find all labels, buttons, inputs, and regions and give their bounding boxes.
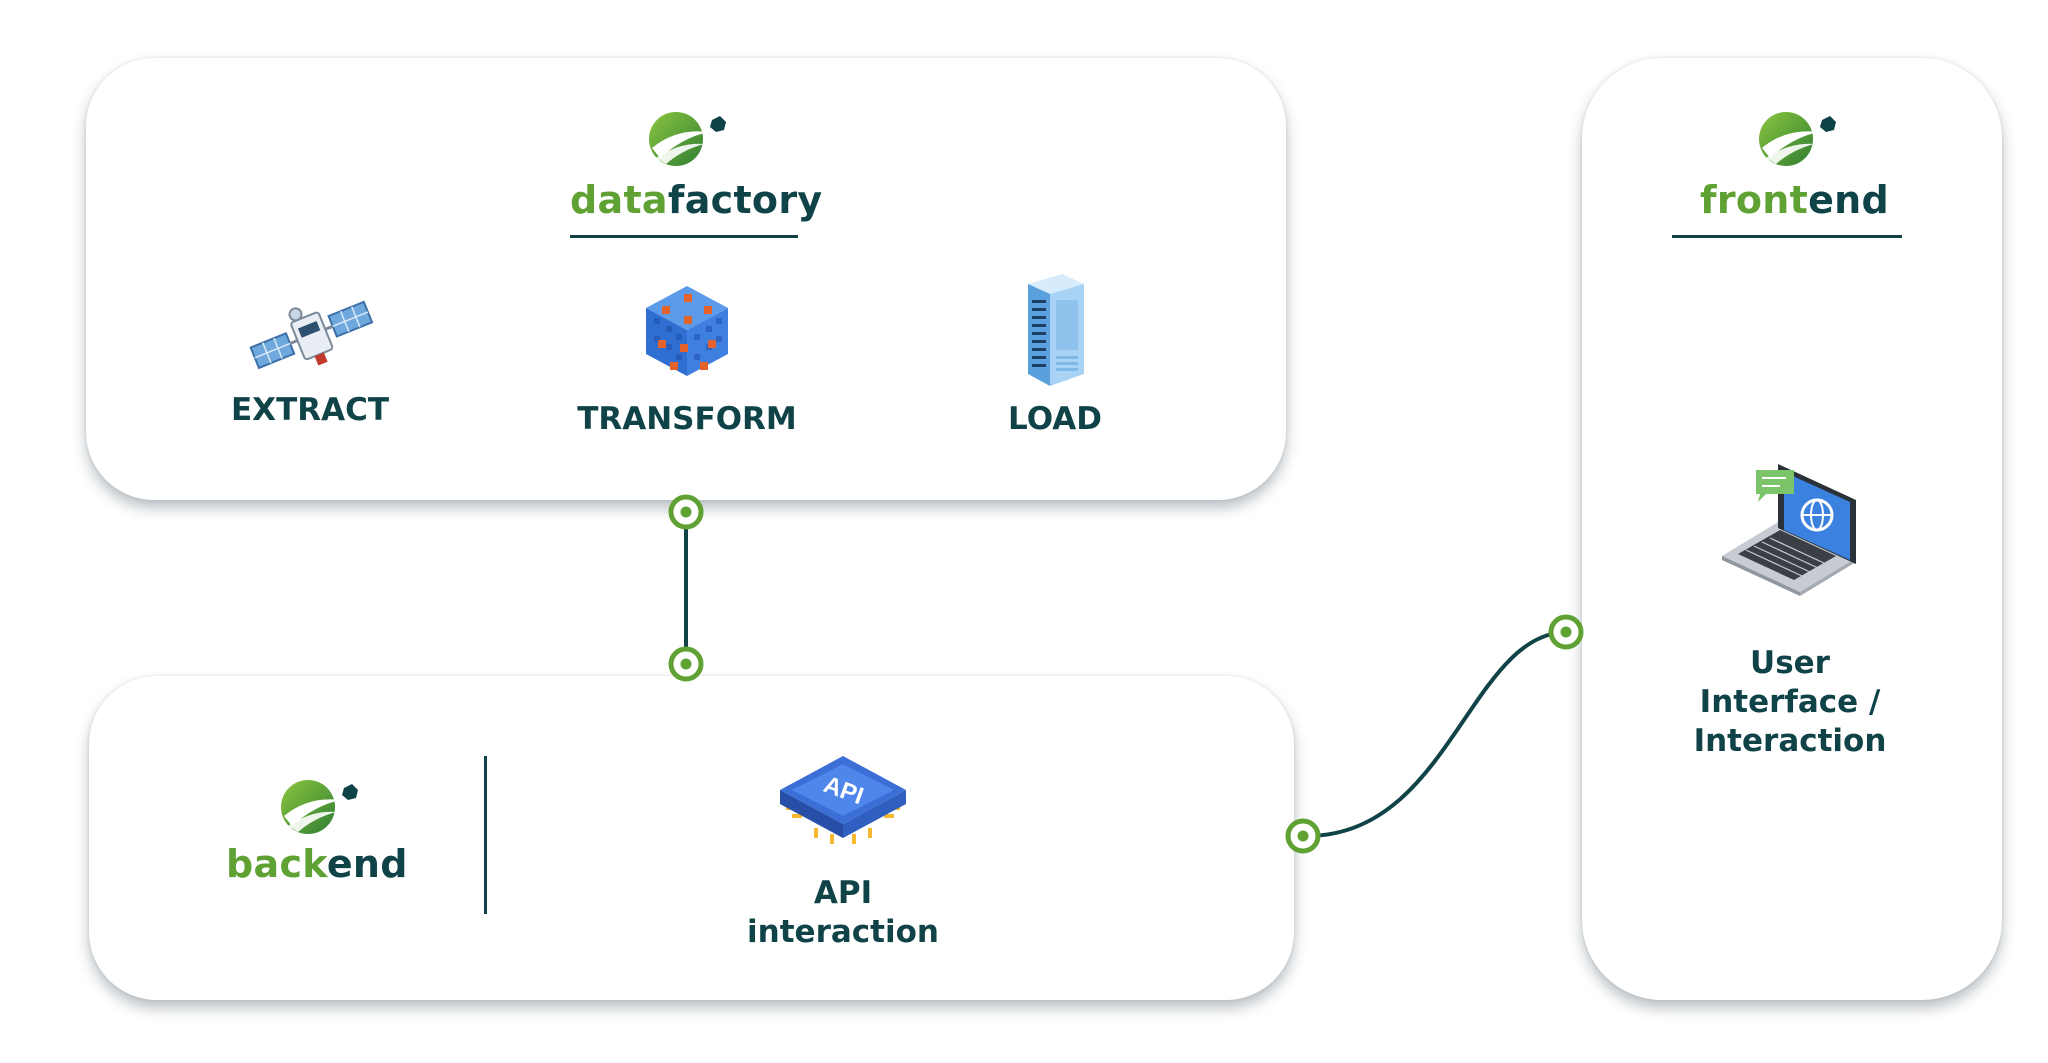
frontend-logo-icon <box>1759 112 1836 166</box>
api-interaction-label: API interaction <box>720 874 966 952</box>
datafactory-logo-icon <box>649 112 726 166</box>
api-line2: interaction <box>747 914 939 950</box>
backend-logo-icon <box>281 780 358 834</box>
api-chip-icon: API <box>780 756 906 844</box>
ui-line1: User <box>1750 645 1830 681</box>
datafactory-underline <box>570 235 798 238</box>
frontend-underline <box>1672 235 1902 238</box>
backend-brand-suffix: end <box>326 842 408 886</box>
datafactory-brand: datafactory <box>570 178 822 222</box>
datafactory-brand-prefix: data <box>570 178 668 222</box>
backend-brand: backend <box>226 842 408 886</box>
ui-line2: Interface / <box>1699 684 1881 720</box>
extract-label: EXTRACT <box>231 392 389 428</box>
frontend-brand-prefix: front <box>1700 178 1809 222</box>
backend-brand-prefix: back <box>226 842 327 886</box>
backend-panel <box>89 676 1294 1000</box>
ui-interaction-label: User Interface / Interaction <box>1672 644 1908 761</box>
backend-divider <box>484 756 487 914</box>
server-icon <box>1028 274 1084 386</box>
api-line1: API <box>813 875 873 911</box>
ui-line3: Interaction <box>1693 723 1887 759</box>
connector-port-datafactory[interactable] <box>668 494 704 530</box>
datafactory-brand-suffix: factory <box>667 178 823 222</box>
frontend-brand: frontend <box>1700 178 1889 222</box>
connector-port-frontend[interactable] <box>1548 614 1584 650</box>
backend-frontend-link <box>1306 630 1569 838</box>
load-label: LOAD <box>1008 401 1102 437</box>
frontend-brand-suffix: end <box>1808 178 1890 222</box>
laptop-icon <box>1722 464 1856 596</box>
connector-port-backend-right[interactable] <box>1285 818 1321 854</box>
satellite-icon <box>249 300 374 370</box>
transform-label: TRANSFORM <box>577 401 797 437</box>
data-cube-icon <box>646 286 728 376</box>
connector-port-backend-top[interactable] <box>668 646 704 682</box>
